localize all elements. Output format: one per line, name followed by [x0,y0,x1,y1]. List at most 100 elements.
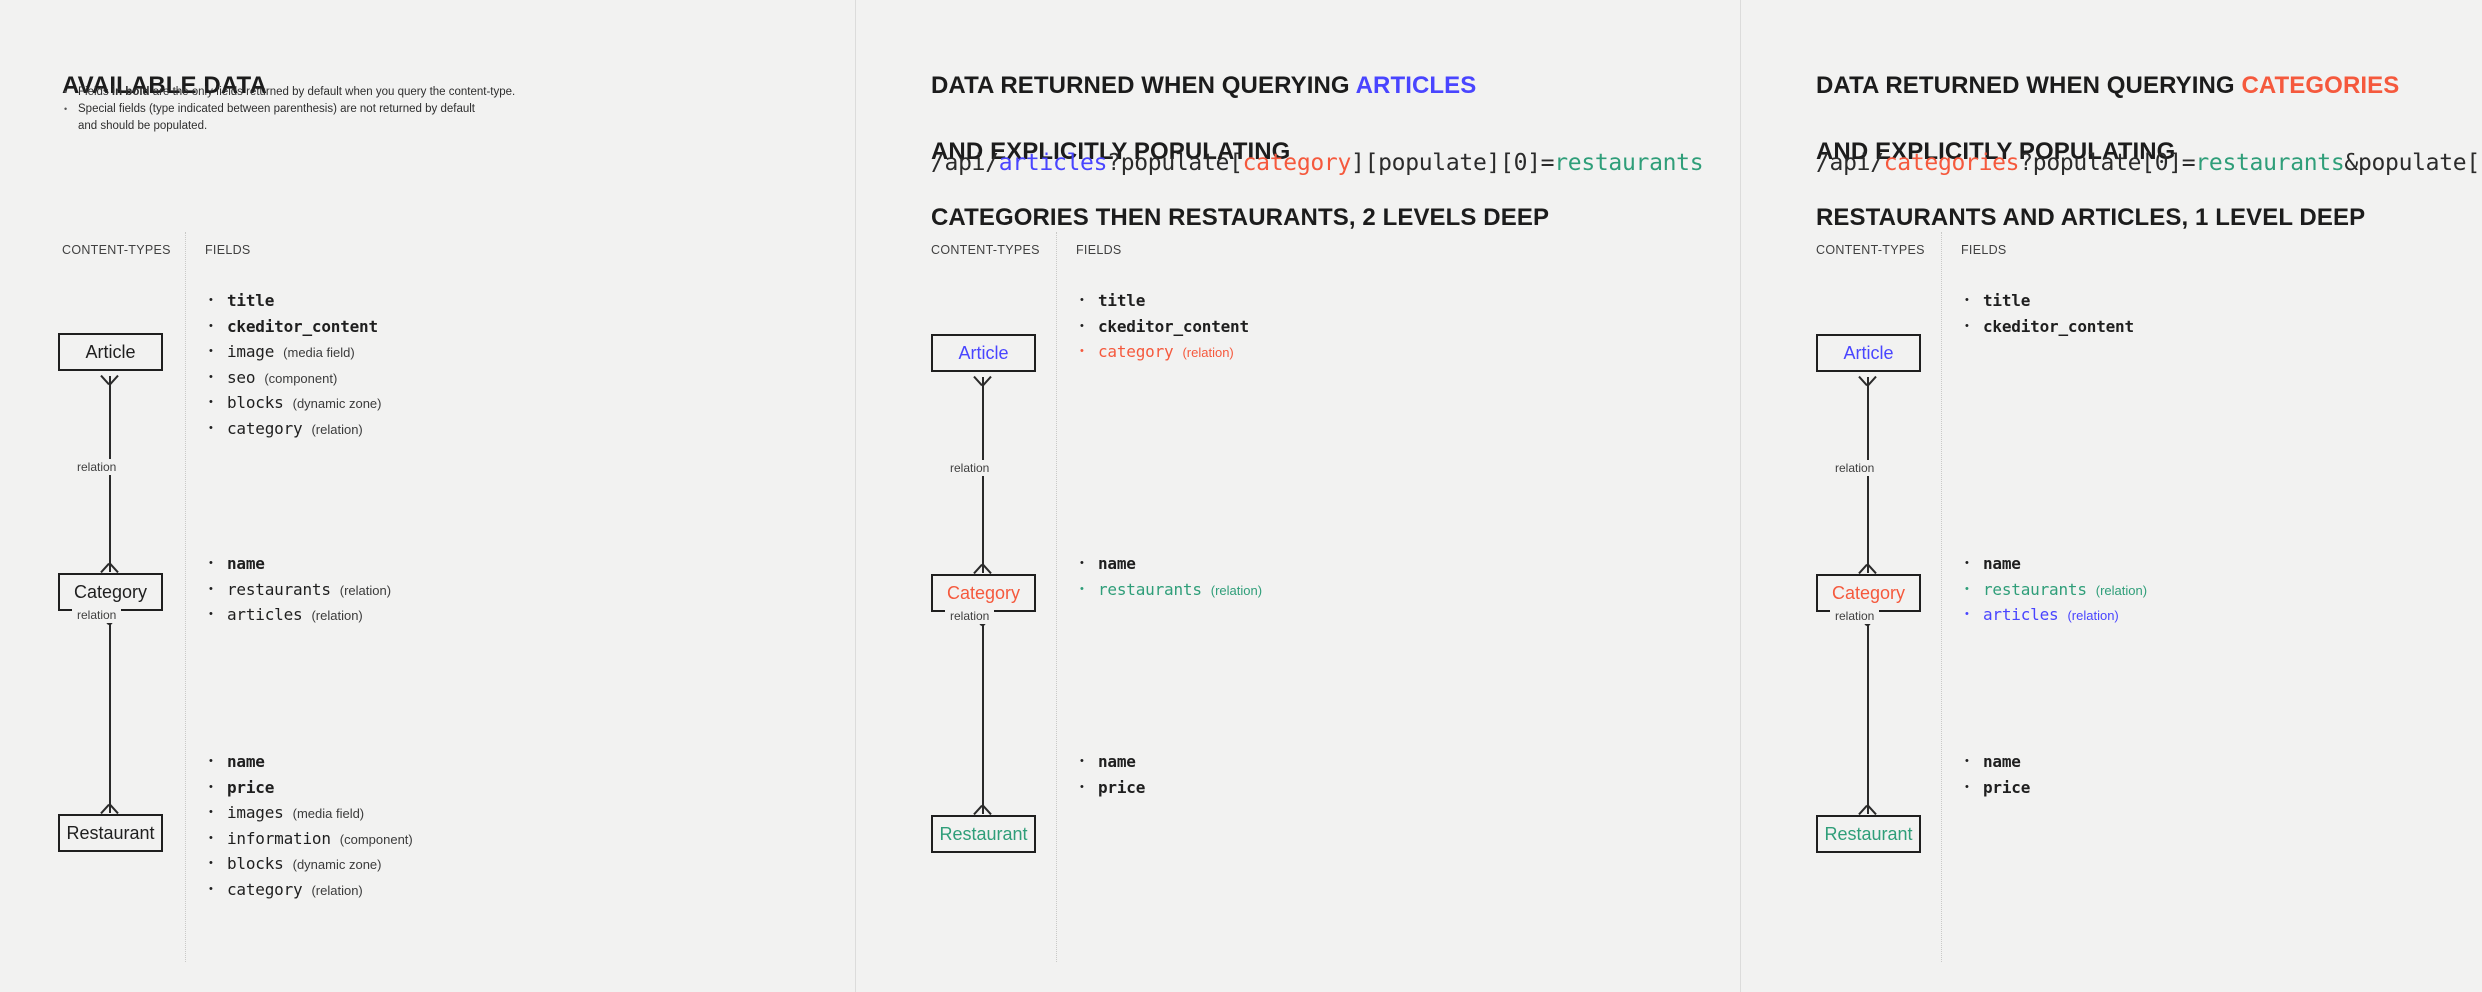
endpoint-articles-seg-2: ?populate[ [1107,150,1243,176]
panel-2-heading-keyword: ARTICLES [1355,72,1477,99]
note-2-pre: Special fields (type indicated between p… [78,103,475,115]
panel-query-categories: DATA RETURNED WHEN QUERYING CATEGORIES A… [1740,0,2482,992]
field-name: category [227,879,303,899]
arrowhead-down-category [1859,563,1877,575]
field-type: (component) [339,831,413,847]
field-name: blocks [227,393,284,412]
endpoint-categories[interactable]: /api/categories?populate[0]=restaurants&… [1816,150,2482,176]
node-category[interactable]: Category [931,574,1036,612]
field-row: price [205,775,413,801]
field-type: (media field) [292,806,365,821]
panel-1-notes: Fields in bold are the only fields retur… [62,84,622,135]
fields-article: titleckeditor_contentimage(media field)s… [205,288,381,441]
fields-article: titleckeditor_content [1961,288,2134,339]
field-type: (dynamic zone) [292,396,382,411]
relation-label-category-restaurant: relation [72,607,122,623]
col-label-content-types: CONTENT-TYPES [1816,243,1925,257]
note-1-bold: in bold [111,86,150,98]
endpoint-articles-seg-5: restaurants [1554,150,1704,176]
connector-category-restaurant [109,616,111,813]
panel-3-heading-line3: RESTAURANTS AND ARTICLES, 1 LEVEL DEEP [1816,204,2366,231]
field-name: articles [1983,605,2059,624]
panel-3-heading: DATA RETURNED WHEN QUERYING CATEGORIES A… [1816,36,2399,267]
endpoint-articles-seg-0: /api/ [931,150,999,176]
relation-label-category-restaurant: relation [1830,608,1880,624]
node-restaurant[interactable]: Restaurant [58,814,163,852]
field-name: title [1098,291,1146,310]
panel-3-heading-line1-text: DATA RETURNED WHEN QUERYING [1816,72,2242,99]
node-category[interactable]: Category [58,573,163,611]
note-1-post: are the only fields returned by default … [149,86,516,98]
node-article[interactable]: Article [931,334,1036,372]
field-name: name [227,752,265,771]
field-name: information [227,828,331,848]
connector-category-restaurant [982,617,984,814]
field-name: price [1983,777,2031,797]
note-2-post: and should be populated. [78,120,208,132]
panel-2-heading-line1: DATA RETURNED WHEN QUERYING ARTICLES [931,69,1549,102]
panel-1-dotted-divider [185,232,186,962]
field-name: image [227,342,275,361]
arrowhead-down-category [974,563,992,575]
note-bold-fields: Fields in bold are the only fields retur… [62,84,622,101]
field-name: restaurants [1098,579,1202,599]
col-label-fields: FIELDS [1961,243,2007,257]
fields-category: namerestaurants(relation)articles(relati… [1961,551,2147,628]
panel-2-heading-line3: CATEGORIES THEN RESTAURANTS, 2 LEVELS DE… [931,204,1550,231]
connector-category-restaurant [1867,617,1869,814]
node-article[interactable]: Article [58,333,163,371]
relation-label-article-category: relation [72,459,122,475]
panel-2-heading-line1-text: DATA RETURNED WHEN QUERYING [931,72,1356,99]
field-name: articles [227,605,303,624]
fields-category: namerestaurants(relation) [1076,551,1262,602]
node-restaurant[interactable]: Restaurant [1816,815,1921,853]
field-row: title [1961,288,2134,314]
node-article[interactable]: Article [1816,334,1921,372]
endpoint-categories-seg-0: /api/ [1816,150,1884,176]
relation-label-article-category: relation [1830,460,1880,476]
panel-2-heading-line2: AND EXPLICITLY POPULATING [931,138,1291,165]
arrowhead-down-restaurant [101,803,119,815]
endpoint-articles-seg-3: category [1242,150,1352,176]
arrowhead-down-category [101,562,119,574]
relation-label-article-category: relation [945,460,995,476]
node-restaurant[interactable]: Restaurant [931,815,1036,853]
field-name: ckeditor_content [1098,316,1249,336]
field-name: name [1983,752,2021,771]
endpoint-categories-seg-3: restaurants [2195,150,2345,176]
field-name: category [227,418,303,438]
field-type: (relation) [311,421,363,437]
endpoint-articles-seg-4: ][populate][0]= [1351,150,1555,176]
field-row: title [205,288,381,314]
field-row: blocks (dynamic zone) [205,390,381,416]
endpoint-articles-seg-1: articles [998,150,1108,176]
field-name: name [1983,554,2021,573]
field-name: price [1098,777,1146,797]
field-row: name [205,749,413,775]
panel-available-data: AVAILABLE DATA Fields in bold are the on… [0,0,855,992]
field-name: ckeditor_content [1983,316,2134,336]
field-row: articles(relation) [1961,602,2147,628]
field-row: name [1961,551,2147,577]
field-name: name [227,554,265,573]
panel-2-dotted-divider [1056,232,1057,962]
field-row: images(media field) [205,800,413,826]
field-row: blocks(dynamic zone) [205,851,413,877]
field-row: title [1076,288,1249,314]
field-name: restaurants [1983,579,2087,599]
field-row: name [1961,749,2030,775]
field-row: category(relation) [1076,339,1249,365]
endpoint-articles[interactable]: /api/articles?populate[category][populat… [931,150,1704,176]
field-name: title [227,291,275,310]
note-1-pre: Fields [78,86,112,98]
field-row: name [1076,551,1262,577]
node-category[interactable]: Category [1816,574,1921,612]
fields-restaurant: name price [1961,749,2030,800]
panel-query-articles: DATA RETURNED WHEN QUERYING ARTICLES AND… [855,0,1740,992]
fields-article: title ckeditor_content category(relation) [1076,288,1249,365]
field-row: category (relation) [205,877,413,903]
field-name: name [1098,554,1136,573]
field-type: (relation) [311,882,363,898]
field-row: restaurants(relation) [205,577,391,603]
field-name: name [1098,752,1136,771]
